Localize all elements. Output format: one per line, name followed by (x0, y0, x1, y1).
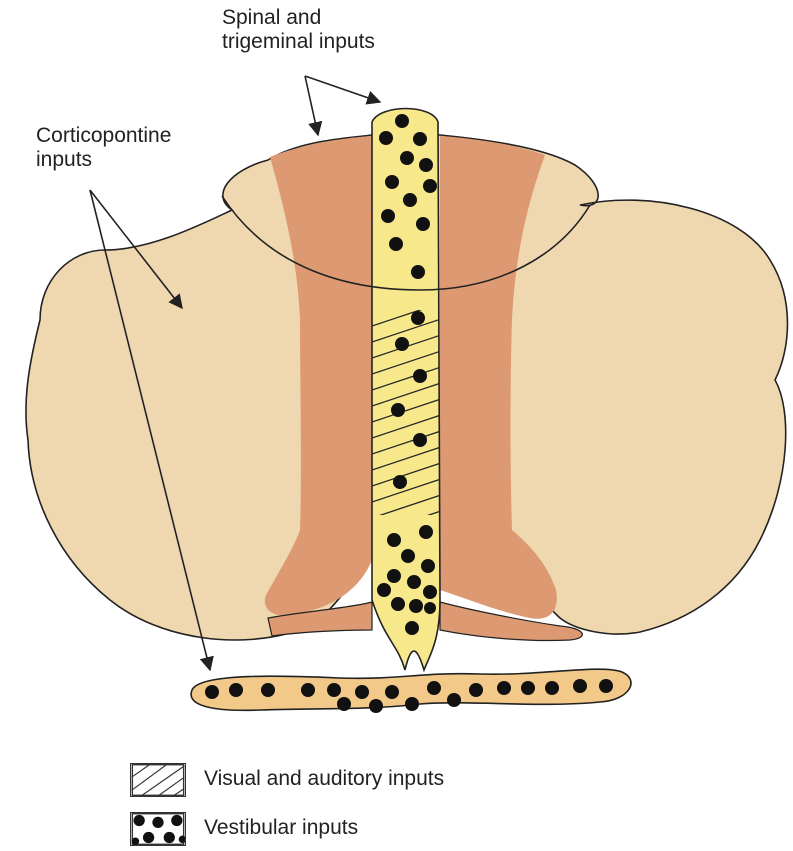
label-spinal-line1: Spinal and (222, 6, 375, 30)
label-cortico-line1: Corticopontine (36, 124, 171, 148)
label-spinal-line2: trigeminal inputs (222, 30, 375, 54)
arrow-spinal-to-vermis (305, 76, 380, 102)
legend-label-vestibular: Vestibular inputs (204, 816, 358, 840)
arrow-spinal-to-paravermis (305, 76, 318, 135)
label-cortico-line2: inputs (36, 148, 171, 172)
label-spinal-trigeminal: Spinal and trigeminal inputs (222, 6, 375, 54)
hatch-swatch-icon (130, 763, 186, 797)
legend-label-visual: Visual and auditory inputs (204, 767, 444, 791)
dots-swatch-icon (130, 812, 186, 846)
label-corticopontine: Corticopontine inputs (36, 124, 171, 172)
